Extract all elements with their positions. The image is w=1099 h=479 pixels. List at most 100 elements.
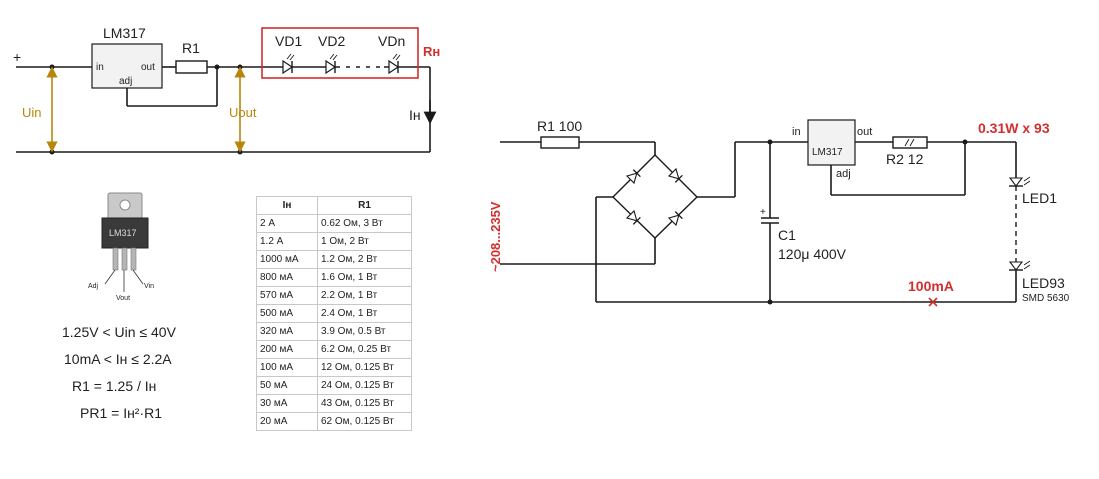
current-label: Iн [409, 107, 421, 123]
current-cross-marker [928, 297, 938, 307]
cell-current: 50 мА [256, 376, 318, 395]
cell-current: 30 мА [256, 394, 318, 413]
cell-current: 200 мА [256, 340, 318, 359]
current-mains-label: 100mA [908, 278, 954, 294]
formula-power: PR1 = Iн²·R1 [80, 405, 162, 421]
cell-current: 2 А [256, 214, 318, 233]
junction-dot [49, 149, 55, 155]
pin-vin: Vin [144, 283, 154, 290]
plus-terminal: + [13, 49, 21, 65]
cell-r1: 1 Ом, 2 Вт [317, 232, 412, 251]
cell-r1: 6.2 Ом, 0.25 Вт [317, 340, 412, 359]
mains-voltage: ~208...235V [488, 201, 503, 272]
cap-value: 120μ 400V [778, 246, 847, 262]
cap-plus: + [760, 207, 766, 218]
lm317-label: LM317 [103, 25, 146, 41]
pin-adj-mains: adj [836, 168, 851, 180]
lm317-mains-label: LM317 [812, 147, 843, 158]
led-vdn [388, 53, 401, 75]
junction-dot [767, 299, 773, 305]
led-93 [1008, 260, 1031, 271]
cell-current: 320 мА [256, 322, 318, 341]
junction-dot [237, 149, 243, 155]
cell-r1: 3.9 Ом, 0.5 Вт [317, 322, 412, 341]
vdn-label: VDn [378, 33, 405, 49]
pin-adj: Adj [88, 283, 99, 290]
cell-current: 500 мА [256, 304, 318, 323]
pin-vout: Vout [116, 295, 130, 302]
formula-current: 10mA < Iн ≤ 2.2A [64, 351, 172, 367]
load-label: Rн [423, 44, 440, 59]
power-label: 0.31W x 93 [978, 120, 1050, 136]
junction-dot [767, 139, 773, 145]
led-1 [1008, 176, 1031, 187]
cell-r1: 12 Ом, 0.125 Вт [317, 358, 412, 377]
junction-dot [214, 64, 220, 70]
formula-uin: 1.25V < Uin ≤ 40V [62, 324, 177, 340]
r2-label: R2 12 [886, 151, 924, 167]
circuit-1: LM317 in out adj R1 + Rн VD1 VD2 VDn [13, 25, 440, 155]
vd2-label: VD2 [318, 33, 345, 49]
load-box [261, 27, 419, 79]
package-marking: LM317 [109, 228, 137, 238]
resistor-r2 [892, 136, 928, 149]
resistor-r1-mains [540, 136, 580, 149]
led1-label: LED1 [1022, 190, 1057, 206]
led93-label: LED93 [1022, 275, 1065, 291]
cell-r1: 0.62 Ом, 3 Вт [317, 214, 412, 233]
cell-r1: 2.2 Ом, 1 Вт [317, 286, 412, 305]
header-current: Iн [256, 196, 318, 215]
r1-mains-label: R1 100 [537, 118, 582, 134]
pin-in-mains: in [792, 126, 801, 138]
pin-out-label: out [141, 62, 155, 73]
cell-r1: 24 Ом, 0.125 Вт [317, 376, 412, 395]
cell-current: 570 мА [256, 286, 318, 305]
cell-r1: 1.2 Ом, 2 Вт [317, 250, 412, 269]
uout-label: Uout [229, 105, 257, 120]
cell-r1: 2.4 Ом, 1 Вт [317, 304, 412, 323]
uin-label: Uin [22, 105, 42, 120]
cell-current: 1.2 А [256, 232, 318, 251]
pin-adj-label: adj [119, 76, 132, 87]
cell-r1: 1.6 Ом, 1 Вт [317, 268, 412, 287]
cell-current: 100 мА [256, 358, 318, 377]
resistor-r1 [175, 60, 208, 74]
pin-out-mains: out [857, 126, 872, 138]
cell-r1: 62 Ом, 0.125 Вт [317, 412, 412, 431]
formulas: 1.25V < Uin ≤ 40V 10mA < Iн ≤ 2.2A R1 = … [62, 324, 177, 421]
circuit-2: R1 100 ~208...235V + C1 120μ 400V LM317 [488, 118, 1070, 307]
r1-label: R1 [182, 40, 200, 56]
diode-bridge [612, 154, 698, 239]
formula-r1: R1 = 1.25 / Iн [72, 378, 156, 394]
junction-dot [237, 64, 243, 70]
junction-dot [49, 64, 55, 70]
cap-name: C1 [778, 227, 796, 243]
cell-r1: 43 Ом, 0.125 Вт [317, 394, 412, 413]
lm317-block [91, 43, 163, 89]
pin-in-label: in [96, 62, 104, 73]
vd1-label: VD1 [275, 33, 302, 49]
led-vd2 [325, 53, 338, 75]
lm317-package: LM317 Adj Vout Vin [88, 192, 154, 302]
table-header-row: Iн R1 [256, 196, 412, 215]
led-vd1 [282, 53, 295, 75]
cell-current: 800 мА [256, 268, 318, 287]
led-type-label: SMD 5630 [1022, 293, 1070, 304]
lm317-mains-block [807, 119, 856, 166]
header-r1: R1 [317, 196, 412, 215]
cell-current: 20 мА [256, 412, 318, 431]
